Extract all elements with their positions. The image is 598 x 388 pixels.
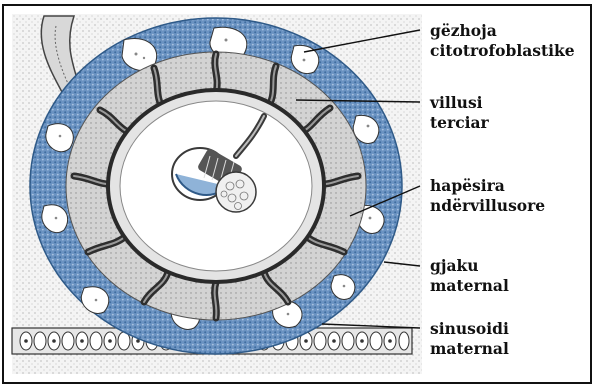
label-tertiary-villus: villusi terciar <box>430 93 489 133</box>
figure-frame: gëzhoja citotrofoblastike villusi tercia… <box>2 4 592 384</box>
label-maternal-sinusoid: sinusoidi maternal <box>430 319 509 359</box>
label-line: hapësira <box>430 176 545 196</box>
label-line: maternal <box>430 276 509 296</box>
label-line: ndërvillusore <box>430 196 545 216</box>
label-line: gëzhoja <box>430 21 575 41</box>
label-line: citotrofoblastike <box>430 41 575 61</box>
label-line: maternal <box>430 339 509 359</box>
label-line: terciar <box>430 113 489 133</box>
label-cytotrophoblastic-shell: gëzhoja citotrofoblastike <box>430 21 575 61</box>
label-line: villusi <box>430 93 489 113</box>
label-line: gjaku <box>430 256 509 276</box>
label-line: sinusoidi <box>430 319 509 339</box>
label-maternal-blood: gjaku maternal <box>430 256 509 296</box>
label-intervillous-space: hapësira ndërvillusore <box>430 176 545 216</box>
